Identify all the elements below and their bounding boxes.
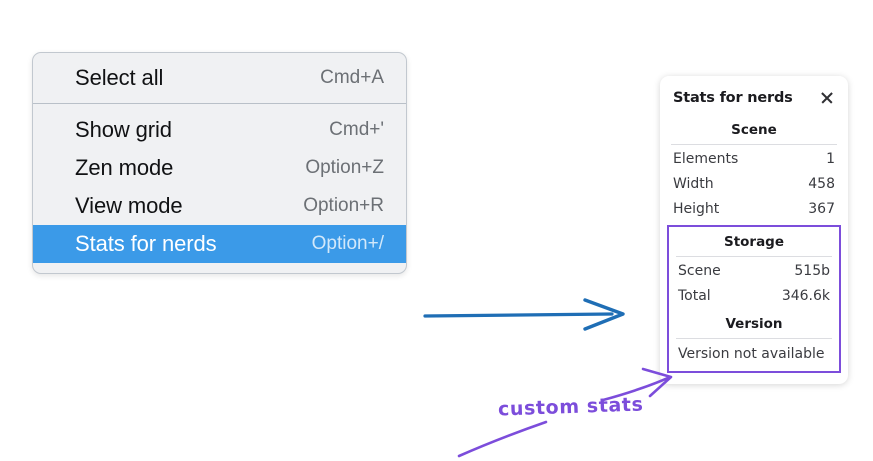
panel-title: Stats for nerds bbox=[673, 90, 793, 106]
stat-row: Total 346.6k bbox=[676, 284, 832, 309]
blue-arrow-annotation bbox=[423, 298, 625, 331]
menu-item-shortcut: Cmd+' bbox=[329, 119, 384, 140]
stat-value: 367 bbox=[808, 200, 835, 217]
stat-row: Height 367 bbox=[671, 197, 837, 222]
stat-key: Scene bbox=[678, 263, 721, 280]
menu-item-select-all[interactable]: Select all Cmd+A bbox=[33, 59, 406, 97]
menu-group-1: Select all Cmd+A bbox=[33, 59, 406, 97]
stat-row: Elements 1 bbox=[671, 147, 837, 172]
version-divider bbox=[676, 337, 832, 339]
stat-key: Width bbox=[673, 175, 714, 192]
menu-item-zen-mode[interactable]: Zen mode Option+Z bbox=[33, 149, 406, 187]
close-icon[interactable] bbox=[819, 90, 835, 106]
menu-item-shortcut: Option+R bbox=[303, 195, 384, 216]
stat-key: Total bbox=[678, 288, 711, 305]
stat-value: 346.6k bbox=[781, 288, 830, 305]
menu-item-label: View mode bbox=[75, 193, 183, 218]
version-section-title: Version bbox=[725, 315, 783, 332]
custom-stats-highlight-box: Storage Scene 515b Total 346.6k Version … bbox=[667, 225, 841, 373]
stats-for-nerds-panel: Stats for nerds Scene Elements 1 Width 4… bbox=[660, 76, 848, 384]
context-menu: Select all Cmd+A Show grid Cmd+' Zen mod… bbox=[32, 52, 407, 274]
menu-item-view-mode[interactable]: View mode Option+R bbox=[33, 187, 406, 225]
menu-item-label: Stats for nerds bbox=[75, 231, 217, 256]
version-text: Version not available bbox=[678, 345, 825, 362]
stat-key: Height bbox=[673, 200, 720, 217]
stat-row: Width 458 bbox=[671, 172, 837, 197]
custom-stats-annotation-label: custom stats bbox=[497, 393, 644, 421]
menu-item-shortcut: Option+/ bbox=[311, 233, 384, 254]
menu-item-label: Zen mode bbox=[75, 155, 174, 180]
menu-item-show-grid[interactable]: Show grid Cmd+' bbox=[33, 111, 406, 149]
menu-group-2: Show grid Cmd+' Zen mode Option+Z View m… bbox=[33, 103, 406, 263]
stat-row: Scene 515b bbox=[676, 259, 832, 284]
menu-item-shortcut: Option+Z bbox=[305, 157, 384, 178]
stat-value: 1 bbox=[826, 151, 835, 167]
menu-item-label: Show grid bbox=[75, 117, 172, 142]
scene-section-title: Scene bbox=[731, 122, 777, 138]
stat-value: 515b bbox=[794, 263, 830, 280]
menu-item-shortcut: Cmd+A bbox=[320, 67, 384, 88]
stat-value: 458 bbox=[808, 175, 835, 192]
stat-key: Elements bbox=[673, 151, 739, 167]
storage-section-title: Storage bbox=[723, 234, 785, 251]
storage-divider bbox=[676, 256, 832, 258]
stats-panel-header: Stats for nerds bbox=[660, 86, 848, 115]
scene-section: Scene Elements 1 Width 458 Height 367 bbox=[660, 115, 848, 221]
menu-item-label: Select all bbox=[75, 65, 164, 90]
menu-item-stats-for-nerds[interactable]: Stats for nerds Option+/ bbox=[33, 225, 406, 263]
storage-section: Storage Scene 515b Total 346.6k bbox=[673, 227, 835, 309]
scene-divider bbox=[671, 144, 837, 145]
purple-underline-annotation bbox=[457, 420, 548, 458]
version-section: Version Version not available bbox=[673, 309, 835, 367]
